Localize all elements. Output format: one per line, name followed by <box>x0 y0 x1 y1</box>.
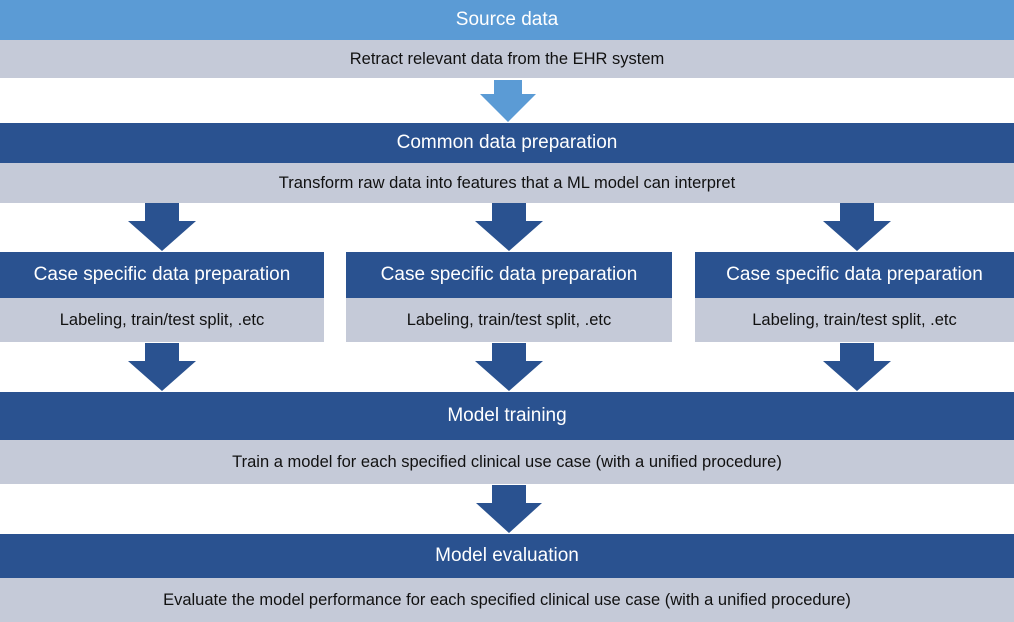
model-evaluation-title: Model evaluation <box>435 545 579 566</box>
common-data-preparation-desc-text: Transform raw data into features that a … <box>278 173 736 192</box>
model-evaluation-description: Evaluate the model performance for each … <box>0 578 1014 622</box>
down-arrow-source-to-common <box>480 80 536 122</box>
down-arrow-common-to-case-2 <box>475 203 543 251</box>
case-specific-header-3: Case specific data preparation <box>695 252 1014 298</box>
model-evaluation-header: Model evaluation <box>0 534 1014 578</box>
source-data-title: Source data <box>455 9 559 30</box>
down-arrow-case-3-to-training <box>823 343 891 391</box>
case-specific-description-3: Labeling, train/test split, .etc <box>695 298 1014 342</box>
case-specific-title-2: Case specific data preparation <box>380 264 638 285</box>
case-specific-header-1: Case specific data preparation <box>0 252 324 298</box>
source-data-header: Source data <box>0 0 1014 40</box>
source-data-description: Retract relevant data from the EHR syste… <box>0 40 1014 78</box>
model-evaluation-desc-text: Evaluate the model performance for each … <box>163 590 851 609</box>
model-training-header: Model training <box>0 392 1014 440</box>
model-training-title: Model training <box>447 405 567 426</box>
case-specific-desc-text-1: Labeling, train/test split, .etc <box>59 310 265 329</box>
model-training-desc-text: Train a model for each specified clinica… <box>232 452 782 471</box>
case-specific-header-2: Case specific data preparation <box>346 252 672 298</box>
down-arrow-case-2-to-training <box>475 343 543 391</box>
common-data-preparation-header: Common data preparation <box>0 123 1014 163</box>
case-specific-description-2: Labeling, train/test split, .etc <box>346 298 672 342</box>
common-data-preparation-title: Common data preparation <box>396 132 618 153</box>
case-specific-title-1: Case specific data preparation <box>33 264 291 285</box>
common-data-preparation-description: Transform raw data into features that a … <box>0 163 1014 203</box>
model-training-description: Train a model for each specified clinica… <box>0 440 1014 484</box>
case-specific-title-3: Case specific data preparation <box>726 264 983 285</box>
down-arrow-case-1-to-training <box>128 343 196 391</box>
down-arrow-training-to-evaluation <box>476 485 542 533</box>
case-specific-description-1: Labeling, train/test split, .etc <box>0 298 324 342</box>
down-arrow-common-to-case-3 <box>823 203 891 251</box>
down-arrow-common-to-case-1 <box>128 203 196 251</box>
source-data-desc-text: Retract relevant data from the EHR syste… <box>349 49 665 68</box>
case-specific-desc-text-3: Labeling, train/test split, .etc <box>752 310 957 329</box>
case-specific-desc-text-2: Labeling, train/test split, .etc <box>406 310 612 329</box>
